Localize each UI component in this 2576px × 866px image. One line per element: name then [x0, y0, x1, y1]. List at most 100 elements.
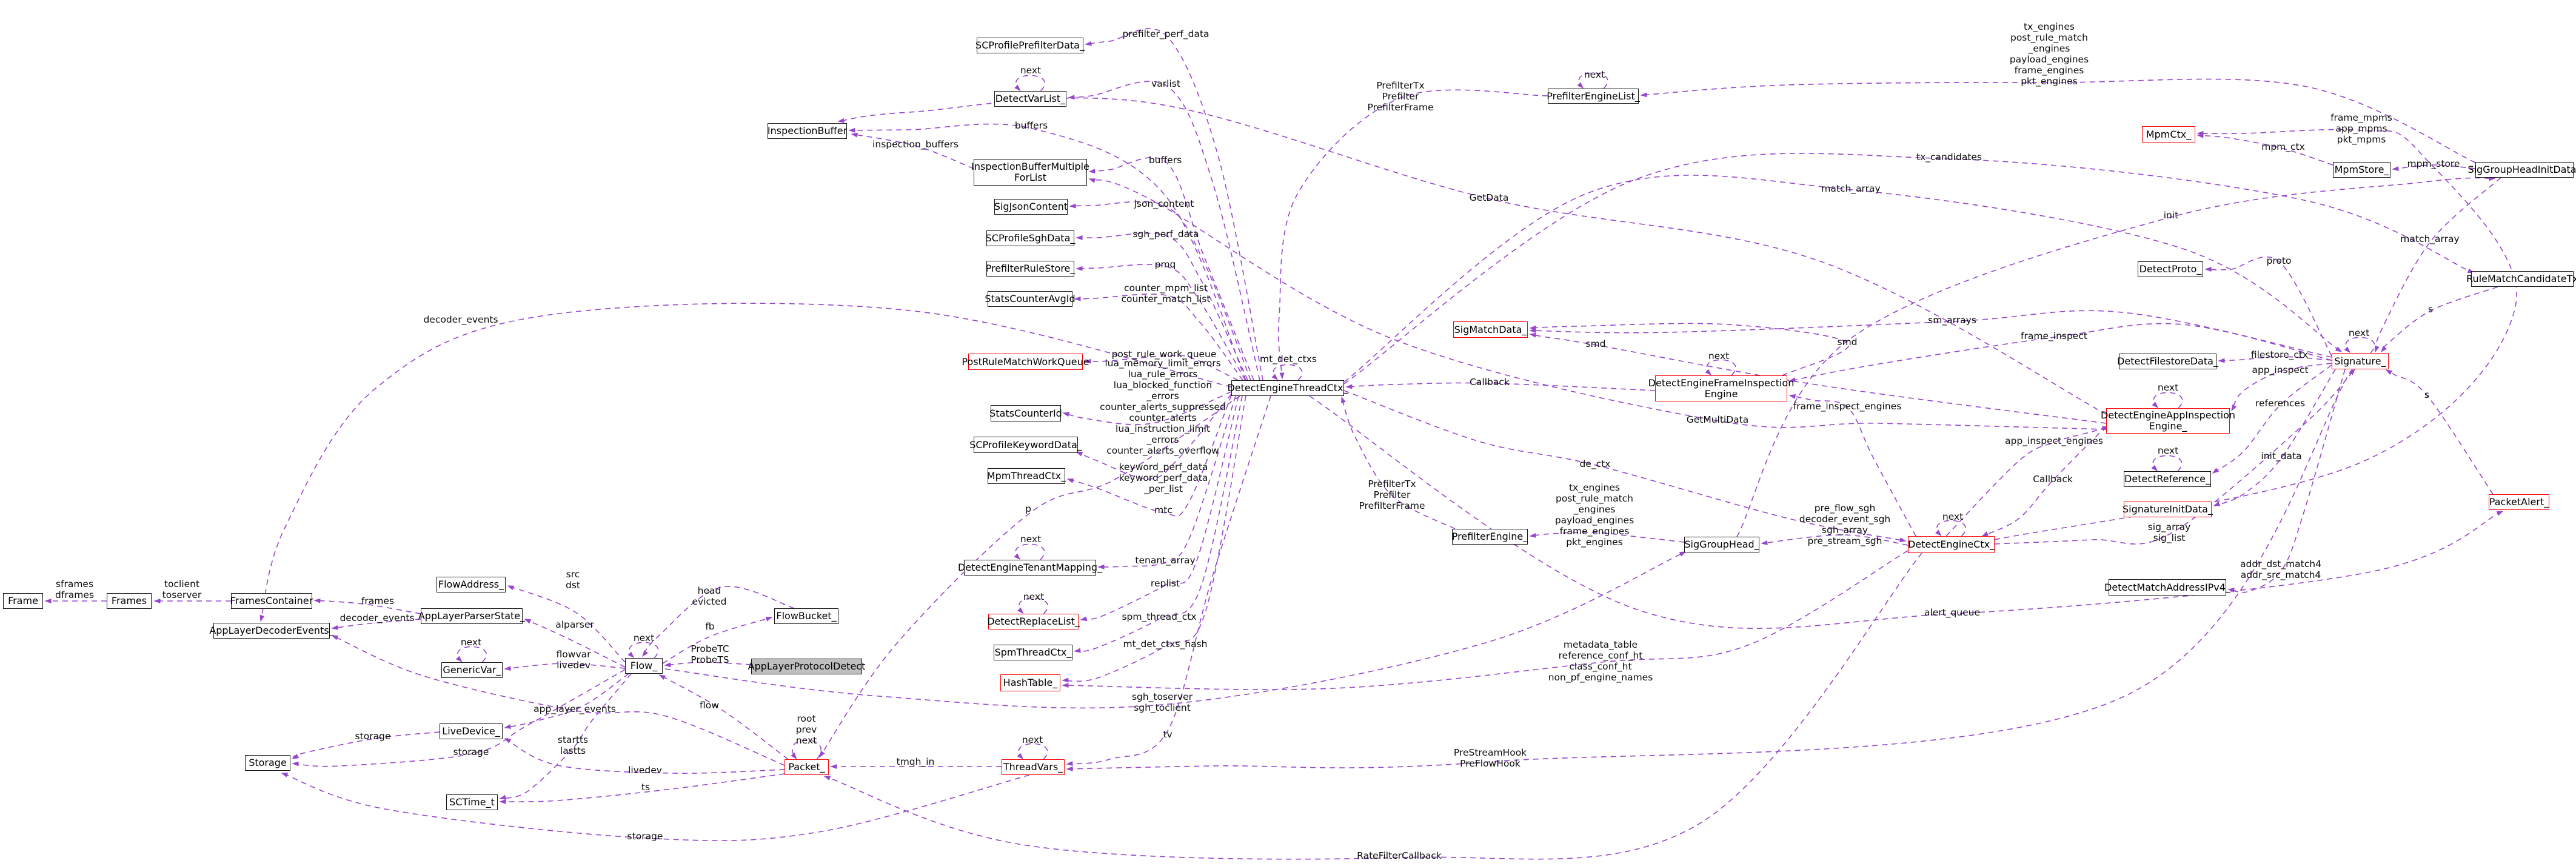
- edge: [1088, 178, 2107, 430]
- edge: [1076, 394, 1232, 480]
- node-InspectionBuffer[interactable]: InspectionBuffer: [768, 123, 847, 139]
- edge: [2374, 177, 2501, 353]
- node-RuleMatchCandidateTx[interactable]: RuleMatchCandidateTx: [2466, 271, 2576, 287]
- node-StatsCounterId[interactable]: StatsCounterId: [989, 405, 1062, 421]
- node-HashTable_[interactable]: HashTable_: [1000, 674, 1060, 691]
- node-DetectFilestoreData_[interactable]: DetectFilestoreData_: [2117, 354, 2218, 369]
- node-AppLayerDecoderEvents_[interactable]: AppLayerDecoderEvents_: [209, 623, 334, 639]
- node-Storage[interactable]: Storage: [245, 755, 290, 771]
- edge: [658, 674, 789, 760]
- node-DetectEngineFrameInspectionEngine[interactable]: DetectEngineFrameInspection Engine: [1648, 375, 1794, 401]
- edge: [507, 585, 626, 663]
- node-PrefilterRuleStore_[interactable]: PrefilterRuleStore_: [986, 261, 1075, 277]
- edge: [1529, 532, 1685, 543]
- node-Frames[interactable]: Frames: [107, 593, 152, 609]
- node-InspectionBufferMultipleForList[interactable]: InspectionBufferMultiple ForList: [971, 159, 1089, 186]
- node-SpmThreadCtx_[interactable]: SpmThreadCtx_: [994, 645, 1072, 660]
- edge: [1981, 426, 2107, 537]
- edge: [1066, 395, 1232, 517]
- node-DetectEngineTenantMapping_[interactable]: DetectEngineTenantMapping_: [958, 560, 1102, 576]
- node-SCTime_t[interactable]: SCTime_t: [446, 794, 498, 810]
- node-MpmThreadCtx_[interactable]: MpmThreadCtx_: [987, 468, 1066, 484]
- node-PacketAlert_[interactable]: PacketAlert_: [2489, 494, 2549, 510]
- edge: [1088, 156, 1254, 381]
- edge: [823, 552, 1922, 860]
- edge: [1278, 89, 1548, 380]
- node-SigMatchData_[interactable]: SigMatchData_: [1453, 321, 1528, 338]
- node-GenericVar_[interactable]: GenericVar_: [441, 662, 503, 678]
- edge: [1994, 368, 2356, 545]
- node-DetectEngineCtx_[interactable]: DetectEngineCtx_: [1908, 536, 1995, 553]
- node-FlowBucket_[interactable]: FlowBucket_: [774, 608, 838, 624]
- node-FramesContainer[interactable]: FramesContainer: [230, 593, 313, 609]
- edge: [313, 598, 421, 614]
- edge: [292, 669, 626, 767]
- node-DetectMatchAddressIPv4_[interactable]: DetectMatchAddressIPv4_: [2104, 579, 2230, 596]
- node-DetectVarList_[interactable]: DetectVarList_: [994, 91, 1066, 107]
- node-PrefilterEngineList_[interactable]: PrefilterEngineList_: [1547, 89, 1640, 104]
- node-SCProfileKeywordData_[interactable]: SCProfileKeywordData_: [969, 437, 1082, 453]
- node-FlowAddress_[interactable]: FlowAddress_: [437, 577, 506, 592]
- edge: [2231, 363, 2332, 412]
- edge: [1062, 391, 1232, 425]
- edge: [1343, 390, 1907, 543]
- node-AppLayerParserState_[interactable]: AppLayerParserState_: [418, 608, 525, 624]
- node-SCProfilePrefilterData_[interactable]: SCProfilePrefilterData_: [975, 38, 1085, 53]
- edge: [2385, 369, 2494, 495]
- edge: [292, 731, 440, 759]
- node-MpmCtx_[interactable]: MpmCtx_: [2142, 126, 2195, 143]
- edge: [848, 123, 1246, 381]
- edge: [642, 586, 795, 657]
- edge: [2227, 369, 2346, 593]
- edge: [662, 616, 773, 664]
- edge: [1309, 395, 2504, 629]
- edge: [455, 646, 487, 663]
- edge: [1074, 294, 1243, 381]
- node-Frame[interactable]: Frame: [3, 593, 43, 609]
- edge: [1935, 520, 1967, 537]
- node-DetectReference_[interactable]: DetectReference_: [2124, 471, 2211, 487]
- edge: [331, 635, 785, 766]
- edge: [1761, 534, 1909, 546]
- edge: [1529, 310, 2332, 358]
- edge: [1069, 201, 1251, 381]
- edge: [1788, 323, 2332, 383]
- edge: [1343, 153, 2475, 384]
- edge: [2392, 164, 2476, 171]
- node-PostRuleMatchWorkQueue[interactable]: PostRuleMatchWorkQueue: [962, 354, 1089, 370]
- node-DetectEngineAppInspectionEngine_[interactable]: DetectEngineAppInspection Engine_: [2101, 408, 2235, 434]
- edge: [819, 395, 1240, 758]
- edge: [504, 738, 785, 774]
- node-SignatureInitData_[interactable]: SignatureInitData_: [2123, 502, 2213, 517]
- node-Signature_[interactable]: Signature_: [2332, 353, 2389, 369]
- node-LiveDevice_[interactable]: LiveDevice_: [440, 723, 503, 739]
- node-DetectProto_[interactable]: DetectProto_: [2138, 261, 2203, 277]
- edge: [504, 663, 626, 671]
- edge: [281, 773, 1030, 841]
- edge: [791, 739, 822, 760]
- node-DetectEngineThreadCtx_[interactable]: DetectEngineThreadCtx_: [1227, 380, 1348, 396]
- node-SCProfileSghData_[interactable]: SCProfileSghData_: [986, 230, 1075, 246]
- node-Flow_[interactable]: Flow_: [625, 658, 663, 674]
- node-SigGroupHeadInitData_[interactable]: SigGroupHeadInitData_: [2467, 162, 2576, 178]
- edge: [664, 662, 752, 668]
- node-Packet_[interactable]: Packet_: [785, 759, 829, 775]
- edge: [1014, 75, 1046, 92]
- edge: [1341, 396, 1456, 529]
- edge: [1736, 176, 2496, 537]
- edge: [851, 132, 974, 169]
- edge: [1343, 175, 2343, 383]
- edge: [2344, 337, 2375, 354]
- edge: [1788, 394, 1916, 537]
- node-SigJsonContent[interactable]: SigJsonContent: [994, 199, 1068, 215]
- node-SigGroupHead_[interactable]: SigGroupHead_: [1684, 537, 1759, 552]
- node-ThreadVars_[interactable]: ThreadVars_: [1002, 759, 1065, 775]
- node-AppLayerProtocolDetect[interactable]: AppLayerProtocolDetect: [748, 659, 865, 674]
- node-StatsCounterAvgId[interactable]: StatsCounterAvgId: [985, 291, 1076, 307]
- edge: [1945, 426, 2109, 537]
- node-DetectReplaceList_[interactable]: DetectReplaceList_: [987, 614, 1080, 629]
- edge: [1705, 359, 1736, 376]
- edge: [2152, 392, 2183, 409]
- node-MpmStore_[interactable]: MpmStore_: [2333, 162, 2390, 178]
- node-PrefilterEngine_[interactable]: PrefilterEngine_: [1452, 529, 1528, 545]
